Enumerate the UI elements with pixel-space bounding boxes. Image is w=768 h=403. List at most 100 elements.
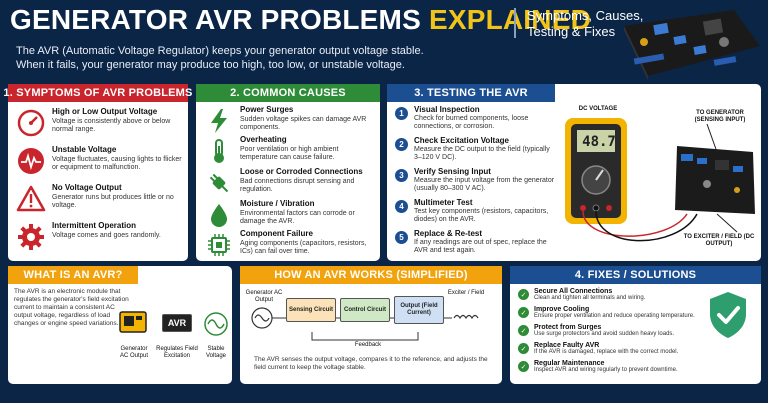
step-title: Verify Sensing Input	[414, 167, 491, 176]
fix-title: Protect from Surges	[534, 324, 602, 331]
how-works-panel: HOW AN AVR WORKS (SIMPLIFIED) Generator …	[240, 266, 502, 384]
generator-icon	[119, 311, 147, 333]
fix-text: Use surge protectors and avoid sudden he…	[534, 331, 675, 337]
step-number: 3	[395, 169, 408, 182]
shield-icon	[710, 292, 746, 338]
feedback-label: Feedback	[354, 342, 382, 348]
dc-voltage-label: DC VOLTAGE	[578, 106, 618, 112]
cause-text: Poor ventilation or high ambient tempera…	[240, 145, 339, 162]
check-icon: ✓	[518, 343, 529, 354]
pulse-icon	[16, 146, 46, 176]
symptoms-heading: 1. SYMPTOMS OF AVR PROBLEMS	[3, 84, 192, 102]
symptom-text: Voltage fluctuates, causing lights to fl…	[52, 155, 182, 172]
plug-icon	[204, 168, 234, 198]
intro-line-1: The AVR (Automatic Voltage Regulator) ke…	[16, 45, 424, 57]
multimeter-illustration	[565, 118, 755, 242]
cause-title: Loose or Corroded Connections	[240, 167, 363, 176]
symptom-text: Generator runs but produces little or no…	[52, 193, 174, 210]
meter-reading: 48.7	[582, 134, 616, 150]
gen-label: Generator AC Output	[119, 346, 148, 359]
control-circuit-box: Control Circuit	[340, 298, 390, 322]
title-main: GENERATOR AVR PROBLEMS	[10, 4, 421, 35]
avr-board-image	[624, 10, 760, 80]
testing-heading: 3. TESTING THE AVR	[387, 84, 555, 102]
sensing-circuit-box: Sensing Circuit	[286, 298, 336, 322]
gear-icon	[16, 222, 46, 252]
avr-box: AVR	[162, 314, 192, 332]
intro-line-2: When it fails, your generator may produc…	[16, 59, 405, 71]
fix-text: Inspect AVR and wiring regularly to prev…	[534, 367, 678, 373]
what-is-heading: WHAT IS AN AVR?	[8, 266, 138, 284]
fixes-panel: 4. FIXES / SOLUTIONS ✓Secure All Connect…	[510, 266, 761, 384]
fix-title: Replace Faulty AVR	[534, 342, 600, 349]
how-works-heading: HOW AN AVR WORKS (SIMPLIFIED)	[240, 266, 502, 284]
step-text: Measure the DC output to the field (typi…	[414, 145, 550, 162]
symptoms-panel: 1. SYMPTOMS OF AVR PROBLEMS High or Low …	[3, 84, 192, 261]
cause-text: Aging components (capacitors, resistors,…	[240, 239, 367, 256]
warning-icon	[16, 184, 46, 214]
gen-output-label: Generator AC Output	[245, 290, 283, 303]
check-icon: ✓	[518, 361, 529, 372]
cause-title: Component Failure	[240, 229, 313, 238]
step-number: 2	[395, 138, 408, 151]
step-title: Visual Inspection	[414, 105, 480, 114]
symptom-text: Voltage comes and goes randomly.	[52, 231, 161, 239]
what-is-text: The AVR is an electronic module that reg…	[14, 288, 129, 327]
divider	[514, 8, 516, 38]
check-icon: ✓	[518, 289, 529, 300]
cause-title: Overheating	[240, 135, 287, 144]
fix-title: Secure All Connections	[534, 288, 613, 295]
header: GENERATOR AVR PROBLEMS EXPLAINED Symptom…	[0, 0, 768, 82]
cause-text: Bad connections disrupt sensing and regu…	[240, 177, 355, 194]
step-text: If any readings are out of spec, replace…	[414, 238, 547, 255]
fix-text: Ensure proper ventilation and reduce ope…	[534, 313, 695, 319]
step-title: Check Excitation Voltage	[414, 136, 509, 145]
symptom-title: No Voltage Output	[52, 183, 122, 192]
step-number: 1	[395, 107, 408, 120]
symptom-title: High or Low Output Voltage	[52, 107, 158, 116]
output-box: Output (Field Current)	[394, 296, 444, 324]
chip-icon	[204, 230, 234, 260]
how-works-text: The AVR senses the output voltage, compa…	[254, 356, 488, 371]
check-icon: ✓	[518, 307, 529, 318]
step-number: 5	[395, 231, 408, 244]
intro: The AVR (Automatic Voltage Regulator) ke…	[16, 44, 486, 72]
sine-icon	[204, 312, 228, 336]
title-highlight: EXPLAINED	[428, 4, 591, 35]
step-title: Replace & Re-test	[414, 229, 483, 238]
cause-title: Power Surges	[240, 105, 294, 114]
check-icon: ✓	[518, 325, 529, 336]
fix-title: Improve Cooling	[534, 306, 590, 313]
subtitle: Symptoms, Causes, Testing & Fixes	[527, 8, 644, 39]
gauge-icon	[16, 108, 46, 138]
reg-label: Regulates Field Excitation	[156, 346, 198, 359]
step-text: Measure the input voltage from the gener…	[414, 176, 555, 193]
exciter-label: Exciter / Field	[447, 290, 485, 296]
symptom-title: Unstable Voltage	[52, 145, 117, 154]
footer-bar	[0, 388, 768, 403]
cause-text: Sudden voltage spikes can damage AVR com…	[240, 115, 367, 132]
cause-text: Environmental factors can corrode or dam…	[240, 209, 355, 226]
to-generator-label: TO GENERATOR (SENSING INPUT)	[694, 110, 746, 123]
avr-flow-diagram	[251, 307, 479, 341]
symptom-text: Voltage is consistently above or below n…	[52, 117, 171, 134]
step-title: Multimeter Test	[414, 198, 473, 207]
what-is-panel: WHAT IS AN AVR? The AVR is an electronic…	[8, 266, 232, 384]
